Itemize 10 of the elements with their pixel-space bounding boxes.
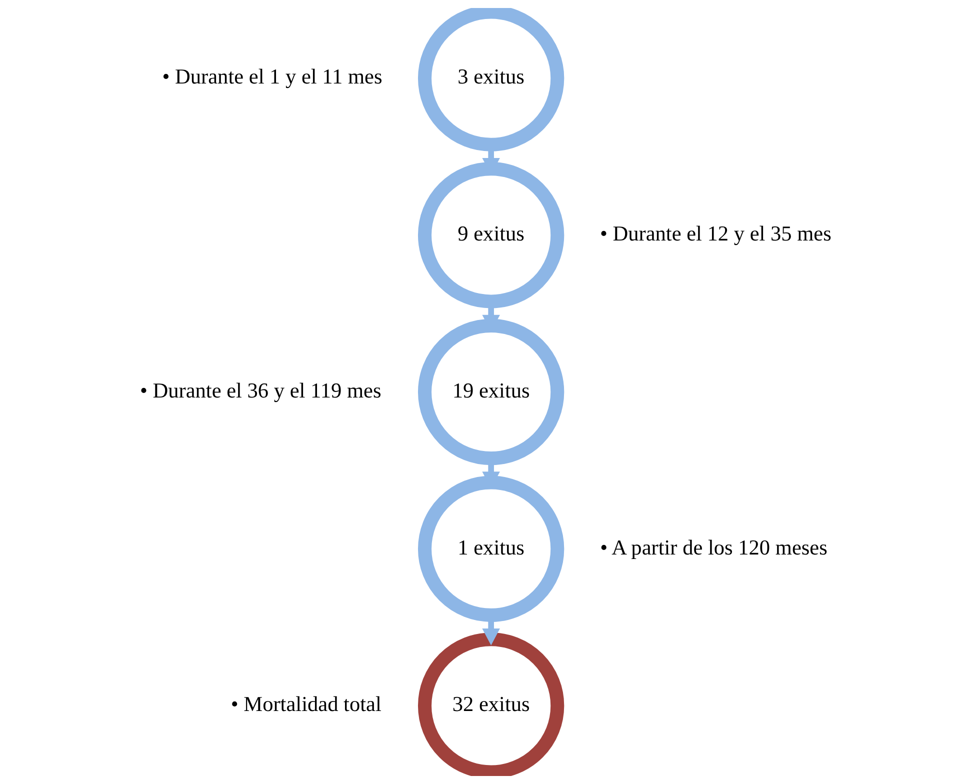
node-label: • Durante el 1 y el 11 mes	[162, 64, 382, 89]
node-label: • Durante el 36 y el 119 mes	[140, 378, 382, 402]
node-circle: 3 exitus	[418, 8, 564, 152]
node-label: • Mortalidad total	[230, 692, 382, 716]
node-circle: 19 exitus	[418, 318, 564, 466]
node-circle: 9 exitus	[418, 162, 564, 308]
node-label: • A partir de los 120 meses	[600, 535, 828, 560]
node-circle: 1 exitus	[418, 476, 564, 622]
node-circle: 32 exitus	[418, 632, 564, 776]
node-label: • Durante el 12 y el 35 mes	[600, 222, 832, 246]
